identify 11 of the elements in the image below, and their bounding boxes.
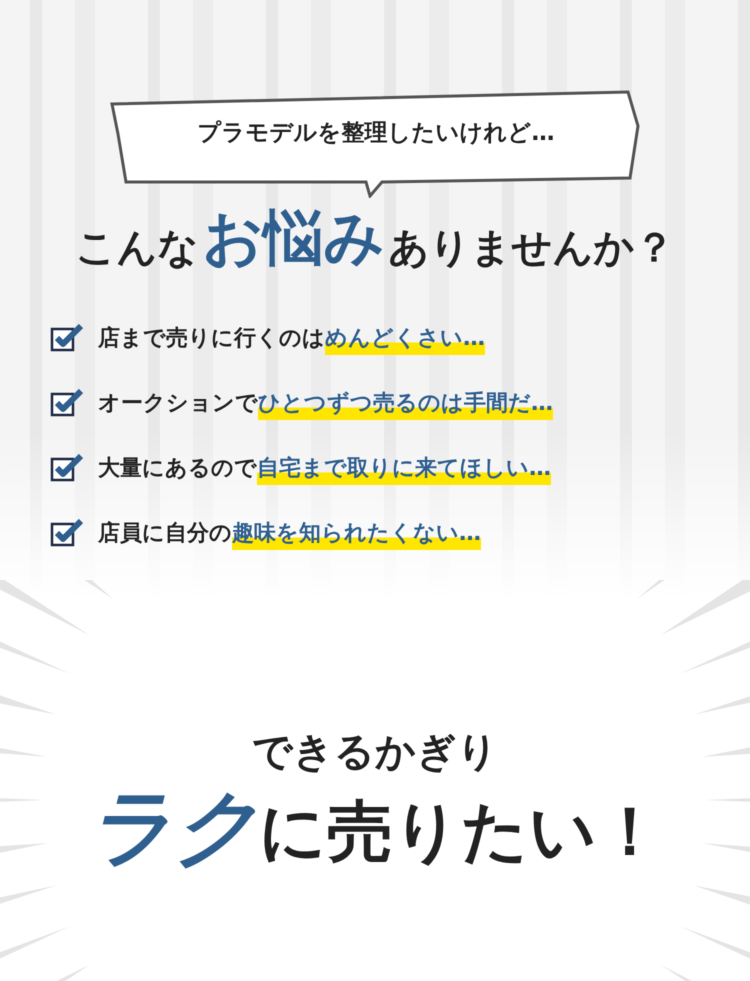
headline-text: お悩み — [202, 202, 384, 275]
checklist-text: 大量にあるので — [98, 454, 257, 482]
emphasis-text: ラク — [87, 777, 259, 878]
subheading-text: できるかぎり — [252, 728, 498, 777]
headline-text: ありませんか？ — [388, 224, 674, 273]
headline-text: こんな — [76, 224, 198, 273]
checklist-text: オークションで — [98, 390, 258, 418]
bubble-text: プラモデルを整理したいけれど… — [198, 119, 554, 148]
checklist-text: 店員に自分の — [98, 520, 232, 548]
checklist-text: 店まで売りに行くのは — [98, 324, 325, 352]
closing-text: に売りたい！ — [259, 792, 663, 872]
